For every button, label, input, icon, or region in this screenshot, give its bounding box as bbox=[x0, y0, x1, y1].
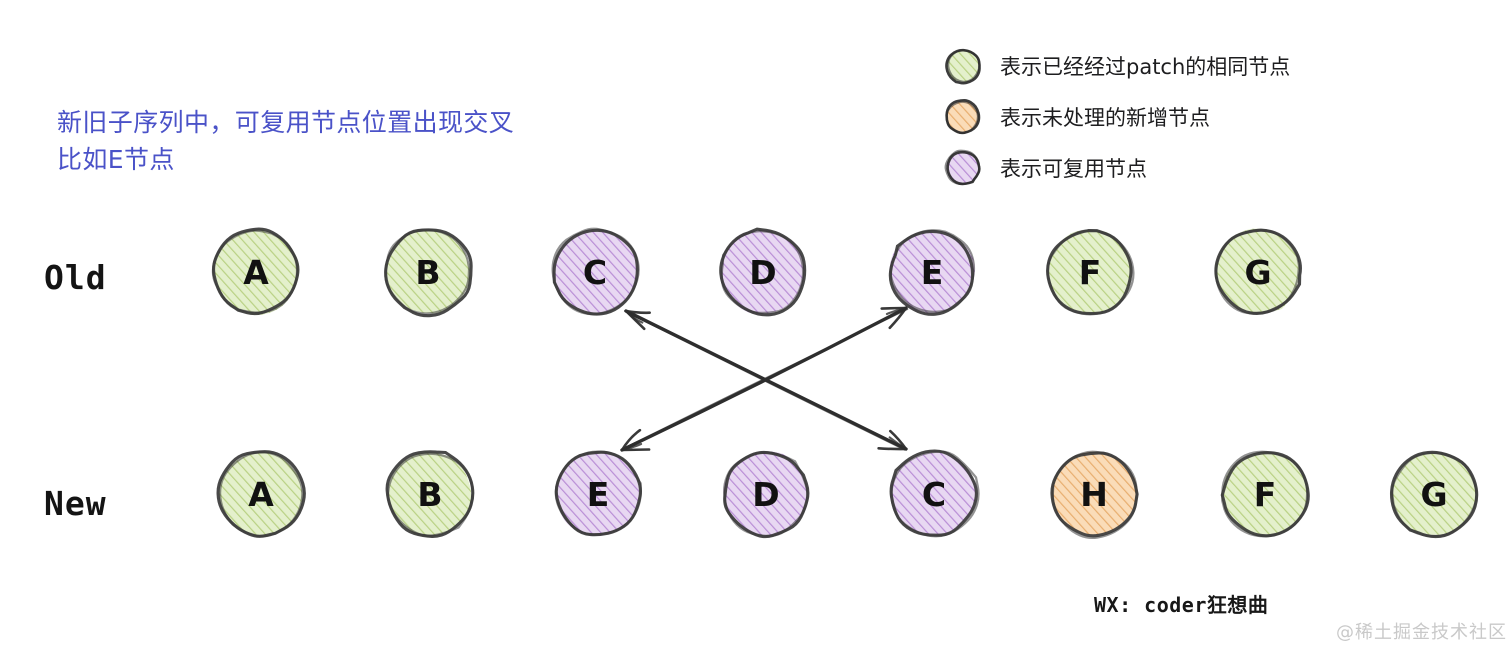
node-old-a: A bbox=[210, 226, 302, 318]
node-new-f: F bbox=[1219, 448, 1311, 540]
node-old-b: B bbox=[382, 226, 474, 318]
node-old-e: E bbox=[886, 226, 978, 318]
legend-label: 表示可复用节点 bbox=[1000, 156, 1147, 181]
node-new-g: G bbox=[1388, 448, 1480, 540]
legend-row-2: 表示可复用节点 bbox=[944, 142, 1290, 193]
green-circle-icon bbox=[944, 47, 982, 85]
node-old-g: G bbox=[1212, 226, 1304, 318]
node-old-d: D bbox=[717, 226, 809, 318]
wx-credit: WX: coder狂想曲 bbox=[1094, 593, 1269, 617]
node-new-e: E bbox=[552, 448, 644, 540]
node-new-b: B bbox=[384, 448, 476, 540]
legend-row-0: 表示已经经过patch的相同节点 bbox=[944, 40, 1290, 91]
orange-circle-icon bbox=[944, 98, 982, 136]
row-label-new: New bbox=[44, 484, 107, 523]
legend-row-1: 表示未处理的新增节点 bbox=[944, 91, 1290, 142]
legend-label: 表示未处理的新增节点 bbox=[1000, 105, 1210, 130]
node-new-c: C bbox=[888, 448, 980, 540]
legend-label: 表示已经经过patch的相同节点 bbox=[1000, 54, 1291, 79]
node-new-d: D bbox=[720, 448, 812, 540]
annotation-text: 新旧子序列中，可复用节点位置出现交叉 比如E节点 bbox=[57, 108, 515, 174]
node-old-f: F bbox=[1044, 226, 1136, 318]
node-old-c: C bbox=[549, 226, 641, 318]
watermark: @稀土掘金技术社区 bbox=[1336, 622, 1507, 643]
node-new-h: H bbox=[1048, 448, 1140, 540]
legend: 表示已经经过patch的相同节点表示未处理的新增节点表示可复用节点 bbox=[944, 40, 1290, 193]
node-new-a: A bbox=[215, 448, 307, 540]
row-label-old: Old bbox=[44, 258, 107, 297]
purple-circle-icon bbox=[944, 149, 982, 187]
